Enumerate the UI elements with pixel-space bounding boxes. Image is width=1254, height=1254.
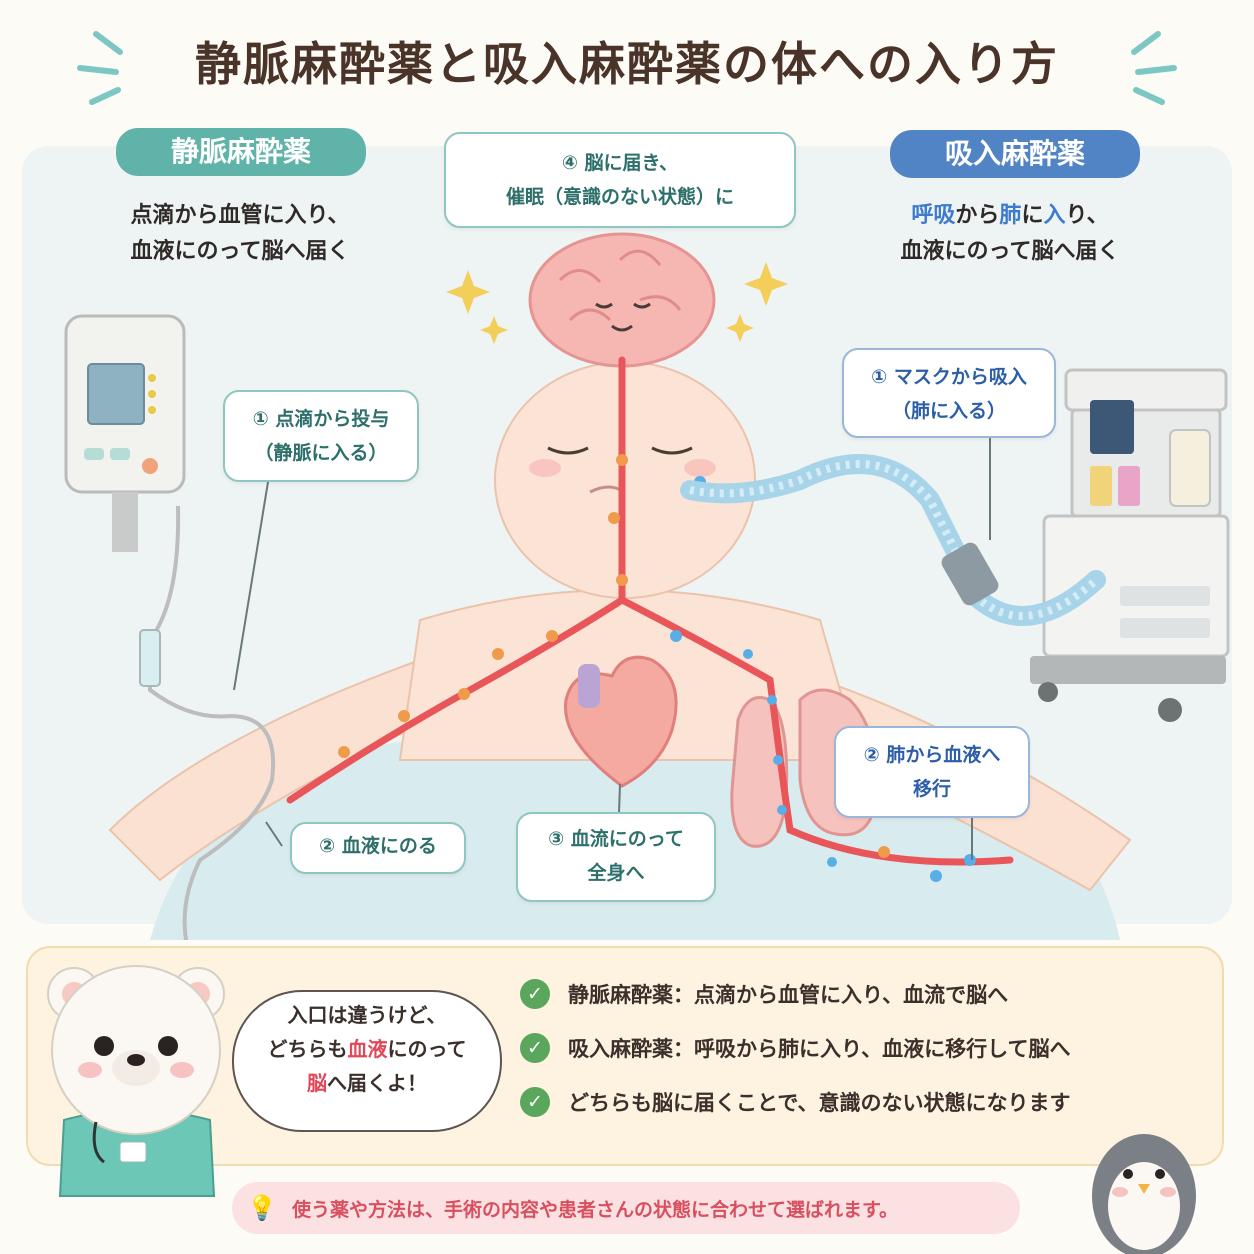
- bear-overlay: [47, 965, 225, 1197]
- inhaled-desc-line2: 血液にのって脳へ届く: [900, 239, 1120, 264]
- check-icon: ✓: [520, 979, 550, 1009]
- page-title: 静脈麻酔薬と吸入麻酔薬の体への入り方: [195, 37, 1059, 91]
- summary-item: ✓吸入麻酔薬：呼吸から肺に入り、血液に移行して脳へ: [520, 1028, 1071, 1068]
- summary-item: ✓どちらも脳に届くことで、意識のない状態になります: [520, 1082, 1071, 1122]
- check-icon: ✓: [520, 1087, 550, 1117]
- anesthesia-machine-icon: [1030, 368, 1230, 722]
- step3-callout: ③ 血流にのって全身へ: [516, 812, 716, 902]
- inhaled-desc-line1: 呼吸から肺に入り、: [911, 203, 1109, 228]
- note-text: 使う薬や方法は、手術の内容や患者さんの状態に合わせて選ばれます。: [292, 1199, 899, 1221]
- drug-particles-iv: [338, 454, 890, 858]
- inhaled-step2-callout: ② 肺から血液へ移行: [834, 726, 1030, 818]
- penguin-overlay: [1092, 1134, 1196, 1254]
- iv-desc-line2: 血液にのって脳へ届く: [130, 239, 350, 264]
- callout-pointers: [233, 438, 991, 903]
- blood-vessel: [286, 356, 1014, 866]
- heart-icon: [563, 655, 678, 788]
- iv-description: 点滴から血管に入り、 血液にのって脳へ届く: [90, 198, 390, 270]
- inhaled-description: 呼吸から肺に入り、 血液にのって脳へ届く: [860, 198, 1160, 270]
- lightbulb-icon: 💡: [247, 1194, 277, 1222]
- iv-pump-icon: [64, 314, 186, 552]
- iv-desc-line1: 点滴から血管に入り、: [130, 203, 350, 228]
- title-decoration: [77, 31, 1177, 105]
- iv-step2-callout: ② 血液にのる: [290, 822, 466, 874]
- iv-anesthetic-label: 静脈麻酔薬: [116, 128, 366, 176]
- summary-panel: [26, 946, 1224, 1166]
- check-icon: ✓: [520, 1033, 550, 1063]
- summary-item: ✓静脈麻酔薬：点滴から血管に入り、血流で脳へ: [520, 974, 1008, 1014]
- hose-connector: [941, 542, 999, 606]
- iv-tube: [148, 505, 275, 940]
- patient-eye-left: [547, 446, 589, 455]
- breathing-hose-ribs: [689, 460, 1099, 620]
- brain-icon: [528, 232, 716, 368]
- info-note: 💡 使う薬や方法は、手術の内容や患者さんの状態に合わせて選ばれます。: [232, 1182, 1020, 1234]
- drug-particles-inhaled: [670, 476, 976, 882]
- iv-step1-callout: ① 点滴から投与（静脈に入る）: [223, 390, 419, 482]
- patient-eye-right: [651, 446, 693, 455]
- inhaled-anesthetic-label: 吸入麻酔薬: [890, 130, 1140, 178]
- breathing-hose: [680, 454, 1106, 626]
- bear-speech-bubble: 入口は違うけど、 どちらも血液にのって 脳へ届くよ！: [232, 990, 502, 1132]
- drip-chamber: [139, 629, 161, 687]
- step4-callout: ④ 脳に届き、催眠（意識のない状態）に: [444, 132, 796, 228]
- inhaled-step1-callout: ① マスクから吸入（肺に入る）: [842, 348, 1056, 438]
- sparkle-icon: [446, 262, 788, 344]
